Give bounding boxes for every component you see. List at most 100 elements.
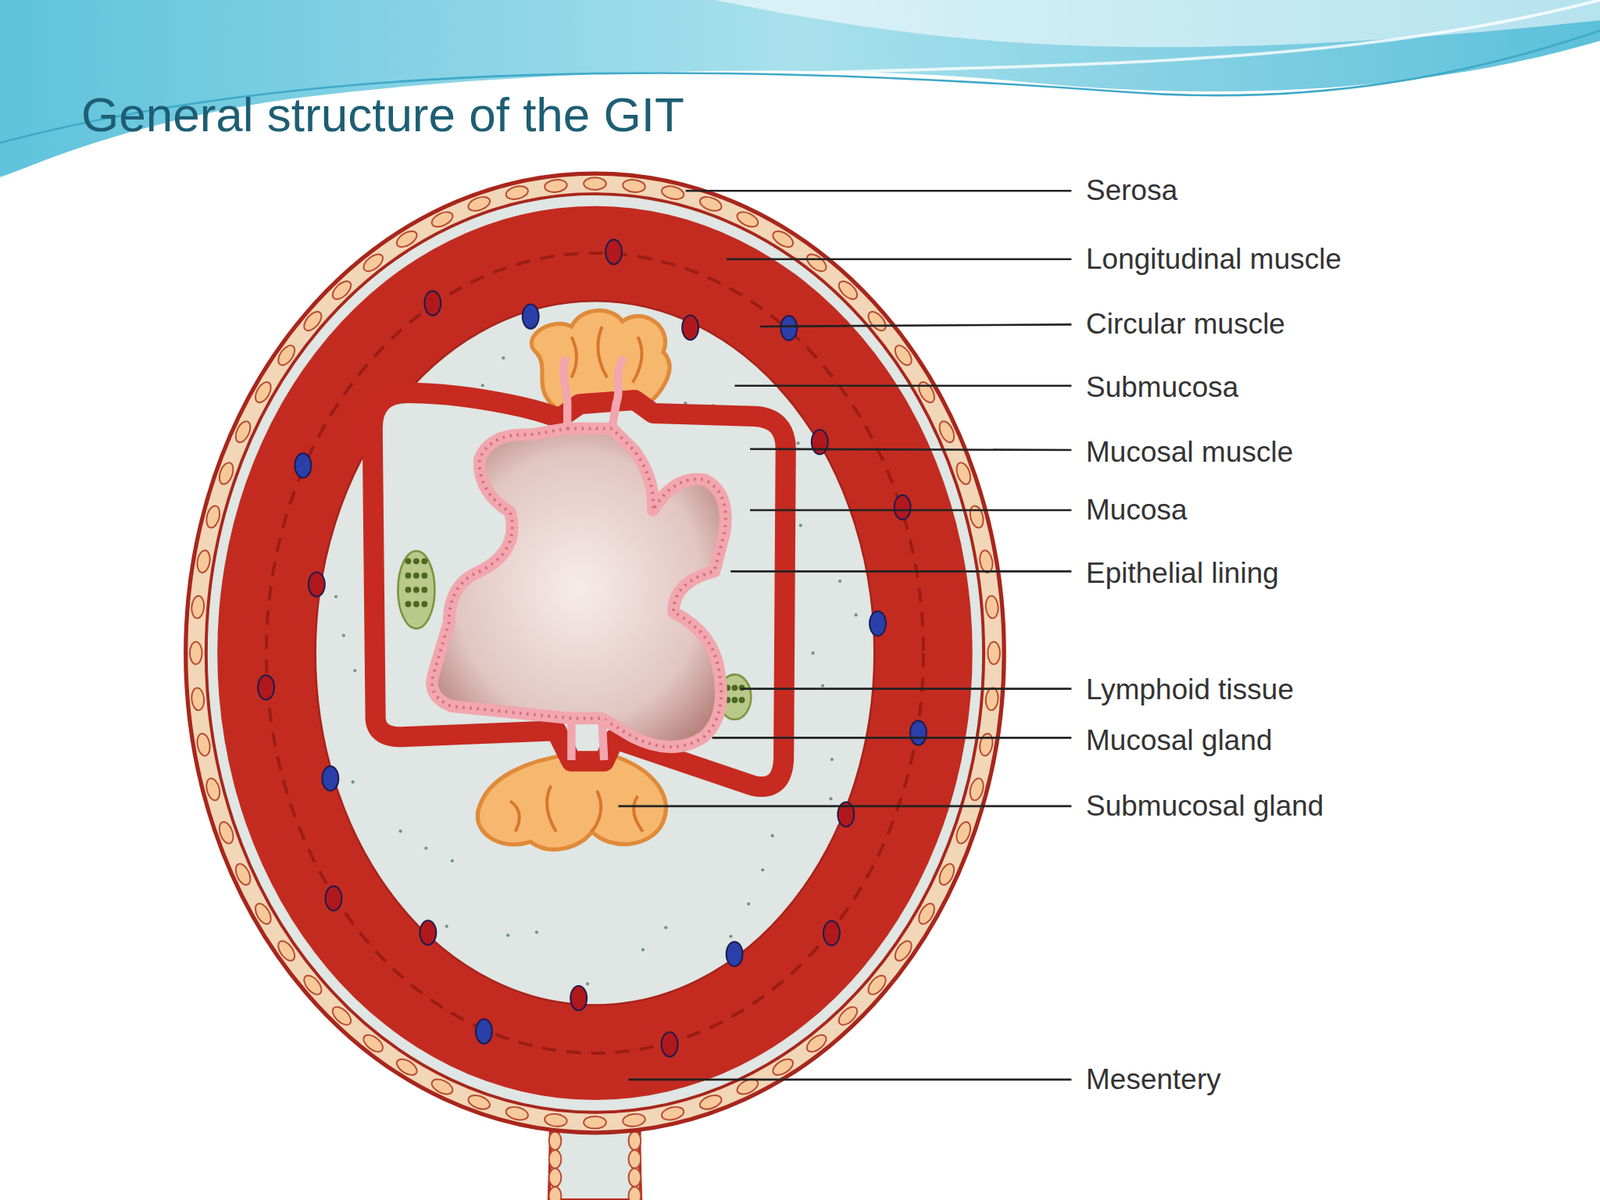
tissue-speck <box>664 925 668 929</box>
leader-line <box>740 687 1072 690</box>
serosa-cell <box>189 642 203 665</box>
blood-vessel <box>308 571 325 597</box>
lymphocyte <box>731 684 738 691</box>
part-label: Longitudinal muscle <box>1085 242 1342 276</box>
lymphocyte <box>421 557 428 565</box>
tissue-speck <box>351 780 355 784</box>
longitudinal-muscle <box>217 206 973 1100</box>
lymphocyte <box>421 600 428 608</box>
tissue-speck <box>501 356 505 360</box>
lymphocyte <box>413 600 420 608</box>
header-wave-line <box>0 0 1600 179</box>
serosa-cell <box>985 595 1000 619</box>
tissue-speck <box>353 668 357 672</box>
lymphocyte <box>731 696 738 704</box>
leader-line <box>734 384 1072 387</box>
blood-vessel <box>894 495 911 520</box>
header-wave-light <box>714 0 1600 47</box>
mucosal-muscle <box>372 392 786 787</box>
tissue-speck <box>771 834 775 838</box>
leader-line <box>750 449 1072 450</box>
gland-duct <box>563 357 625 761</box>
blood-vessel <box>321 766 339 791</box>
serosa-cell <box>967 776 986 802</box>
serosa-cell <box>660 184 686 202</box>
leader-line <box>685 189 1072 193</box>
part-label: Epithelial lining <box>1085 557 1279 590</box>
lymphocyte <box>405 572 412 579</box>
part-label: Serosa <box>1085 174 1178 208</box>
part-label: Mucosal gland <box>1085 724 1273 758</box>
part-label: Circular muscle <box>1085 307 1286 341</box>
lymphocyte <box>421 586 428 593</box>
leader-lines <box>618 190 1072 1080</box>
part-label: Lymphoid tissue <box>1085 673 1294 707</box>
tissue-speck <box>838 579 842 583</box>
blood-vessel <box>823 921 840 946</box>
serosa-cell <box>504 1104 530 1122</box>
blood-vessel <box>811 429 829 454</box>
serosa-cell <box>543 1112 568 1128</box>
mesentery-cell <box>628 1168 642 1188</box>
blood-vessel <box>325 885 342 911</box>
tissue-speck <box>746 902 750 906</box>
serosa-cell <box>621 178 646 194</box>
tissue-speck <box>811 651 815 655</box>
mesentery-cell <box>628 1150 642 1169</box>
serosa-cell <box>204 776 222 802</box>
serosa-cell <box>195 549 211 574</box>
tissue-speck <box>821 684 825 688</box>
tissue-speck <box>399 829 403 833</box>
blood-vessel <box>257 675 275 700</box>
blood-vessel <box>475 1019 493 1044</box>
serosa-cell <box>543 178 568 194</box>
mesentery-cell <box>549 1150 562 1169</box>
serosa-cell <box>978 549 994 574</box>
mesentery-cell <box>628 1186 642 1200</box>
serosa-cell <box>504 184 530 202</box>
leader-line <box>726 257 1072 261</box>
blood-vessel <box>869 610 886 636</box>
blood-vessel <box>294 453 311 478</box>
tissue-speck <box>424 846 428 850</box>
blood-vessel <box>605 239 622 265</box>
epithelial-lining <box>432 428 726 748</box>
lymphocyte <box>739 696 746 704</box>
serosa-cell <box>621 1112 646 1128</box>
muscle-separator <box>266 253 924 1054</box>
serosa-cell <box>190 595 205 619</box>
lymphocyte <box>405 586 412 593</box>
part-label: Submucosa <box>1085 371 1239 404</box>
serosa-cell <box>978 732 994 758</box>
serosa-cell <box>195 732 211 758</box>
leader-line <box>628 1078 1072 1082</box>
blood-vessel <box>780 315 797 340</box>
part-label: Mucosal muscle <box>1085 435 1293 469</box>
serosa-cell <box>987 642 1000 665</box>
leader-line <box>712 736 1072 740</box>
tissue-speck <box>506 933 510 937</box>
leader-line <box>730 570 1072 573</box>
lymphoid-tissue <box>397 550 435 629</box>
blood-vessel <box>682 315 699 340</box>
mesentery-cell <box>549 1186 562 1200</box>
tissue-speck <box>445 925 449 929</box>
epithelial-cells <box>432 428 726 748</box>
header-wave-line <box>0 30 1600 143</box>
serosa <box>185 173 1005 1133</box>
part-label: Mucosa <box>1085 493 1188 527</box>
tissue-speck <box>760 867 765 872</box>
blood-vessel <box>522 303 540 329</box>
part-label: Submucosal gland <box>1085 789 1324 823</box>
blood-vessel <box>910 720 927 745</box>
blood-vessels <box>257 239 927 1058</box>
mesentery-cell <box>549 1168 562 1188</box>
mesentery-cell <box>549 1131 562 1150</box>
serosa-cell <box>190 687 205 711</box>
blood-vessel <box>424 290 441 315</box>
serosa-cell <box>204 504 222 530</box>
slide-title: General structure of the GIT <box>81 87 685 143</box>
blood-vessel <box>419 920 436 945</box>
